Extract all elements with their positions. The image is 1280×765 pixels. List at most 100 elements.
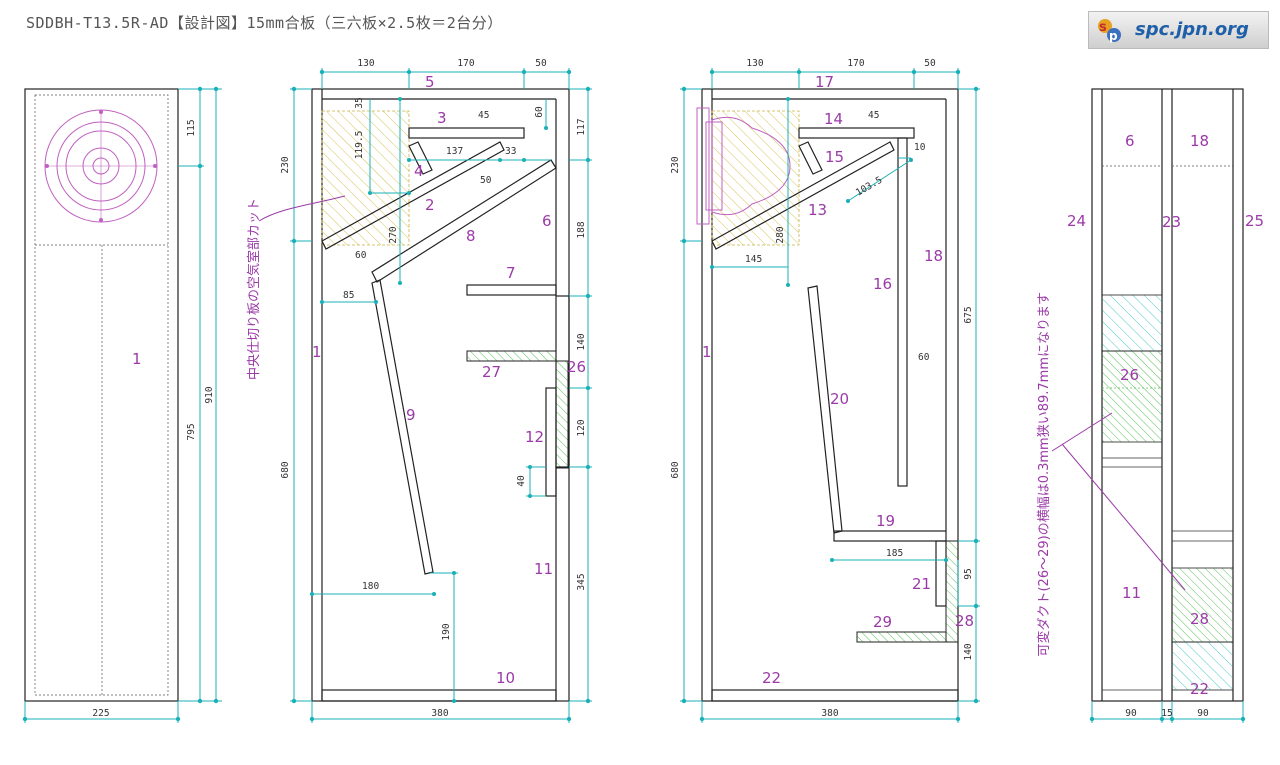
dim-380: 380 (431, 708, 448, 719)
dim-120: 120 (576, 419, 587, 436)
dim-145: 145 (745, 254, 762, 265)
air-chamber-cut (711, 110, 800, 246)
front-panel-outline (24, 88, 179, 702)
dim-910: 910 (204, 386, 215, 403)
part-label: 10 (496, 669, 515, 687)
part-label: 1 (132, 350, 142, 368)
dim-50: 50 (535, 58, 547, 69)
duct-width-note: 可変ダクト(26〜29)の横幅は0.3mm狭い89.7mmになります (1036, 292, 1052, 657)
part-label: 1 (312, 343, 322, 361)
part-label: 5 (425, 73, 435, 91)
part-label: 16 (873, 275, 892, 293)
logo-text: spc.jpn.org (1135, 19, 1249, 40)
dim-675: 675 (963, 306, 974, 323)
dim-45: 45 (478, 110, 489, 121)
dim-270: 270 (388, 226, 399, 243)
site-logo[interactable]: s p spc.jpn.org (1088, 11, 1269, 49)
svg-text:p: p (1109, 29, 1118, 43)
dim-170: 170 (457, 58, 474, 69)
dim-90: 90 (1125, 708, 1137, 719)
driver-icon (44, 109, 158, 223)
dim-115: 115 (186, 119, 197, 136)
dim-225: 225 (92, 708, 109, 719)
dim-40: 40 (516, 475, 527, 487)
dim-130: 130 (357, 58, 374, 69)
part-label: 18 (924, 247, 943, 265)
dim-137: 137 (446, 146, 463, 157)
part-label: 19 (876, 512, 895, 530)
part-label: 20 (830, 390, 849, 408)
part-label: 11 (534, 560, 553, 578)
part-label: 24 (1067, 212, 1086, 230)
dim-50-inner: 50 (480, 175, 492, 186)
part-label: 9 (406, 406, 416, 424)
part-label: 26 (567, 358, 586, 376)
part-label: 1 (702, 343, 712, 361)
part-label: 28 (955, 612, 974, 630)
dim-380: 380 (821, 708, 838, 719)
dim-90-b: 90 (1197, 708, 1209, 719)
dim-230: 230 (670, 156, 681, 173)
back-outline (1091, 88, 1244, 702)
part-label: 12 (525, 428, 544, 446)
part-label: 23 (1162, 213, 1181, 231)
front-inner-line (34, 94, 169, 696)
dim-230: 230 (280, 156, 291, 173)
dim-680: 680 (670, 461, 681, 478)
part-label: 25 (1245, 212, 1264, 230)
dim-119-5: 119.5 (354, 131, 365, 160)
dim-795: 795 (186, 423, 197, 440)
dim-188: 188 (576, 221, 587, 238)
dim-85: 85 (343, 290, 354, 301)
partition-cut-note: 中央仕切り板の空気室部カット (246, 198, 262, 380)
dim-680: 680 (280, 461, 291, 478)
dim-50: 50 (924, 58, 936, 69)
dim-60-top: 60 (534, 106, 545, 118)
front-view: 1 115 795 910 225 (22, 86, 222, 723)
dim-140: 140 (576, 333, 587, 350)
part-label: 21 (912, 575, 931, 593)
spc-logo-icon: s p (1098, 19, 1121, 43)
part-label: 17 (815, 73, 834, 91)
part-label: 11 (1122, 584, 1141, 602)
dim-10: 10 (914, 142, 926, 153)
dim-140: 140 (963, 643, 974, 660)
dim-60: 60 (918, 352, 930, 363)
air-chamber-cut (321, 110, 410, 246)
dim-95: 95 (963, 568, 974, 579)
part-label: 8 (466, 227, 476, 245)
svg-text:s: s (1099, 20, 1107, 35)
part-label: 22 (762, 669, 781, 687)
dim-185: 185 (886, 548, 903, 559)
dim-15: 15 (1161, 708, 1172, 719)
part-label: 13 (808, 201, 827, 219)
dim-45: 45 (868, 110, 879, 121)
dim-280: 280 (775, 226, 786, 243)
dim-33: 33 (505, 146, 516, 157)
part-label: 3 (437, 109, 447, 127)
part-label: 15 (825, 148, 844, 166)
part-label: 6 (542, 212, 552, 230)
dim-117: 117 (576, 118, 587, 135)
part-label: 29 (873, 613, 892, 631)
dim-190: 190 (441, 623, 452, 640)
dim-35: 35 (354, 97, 365, 108)
back-view: 6 18 24 23 25 26 11 28 22 90 15 90 可変ダクト… (1036, 88, 1264, 723)
part-label: 27 (482, 363, 501, 381)
dim-345: 345 (576, 573, 587, 590)
dim-60: 60 (355, 250, 367, 261)
side-view-1: 130 170 50 230 680 270 117 188 140 120 3… (246, 58, 592, 723)
dim-103-5: 103.5 (854, 175, 884, 199)
side-view-2: 130 170 50 230 680 280 675 95 140 380 45… (670, 58, 980, 723)
part-label: 22 (1190, 680, 1209, 698)
part-label: 26 (1120, 366, 1139, 384)
part-label: 18 (1190, 132, 1209, 150)
driver-side-icon (696, 107, 791, 225)
drawing-title: SDDBH-T13.5R-AD【設計図】15mm合板（三六板×2.5枚＝2台分） (26, 14, 503, 32)
part-label: 28 (1190, 610, 1209, 628)
dim-180: 180 (362, 581, 379, 592)
dim-130: 130 (746, 58, 763, 69)
part-label: 6 (1125, 132, 1135, 150)
part-label: 2 (425, 196, 435, 214)
